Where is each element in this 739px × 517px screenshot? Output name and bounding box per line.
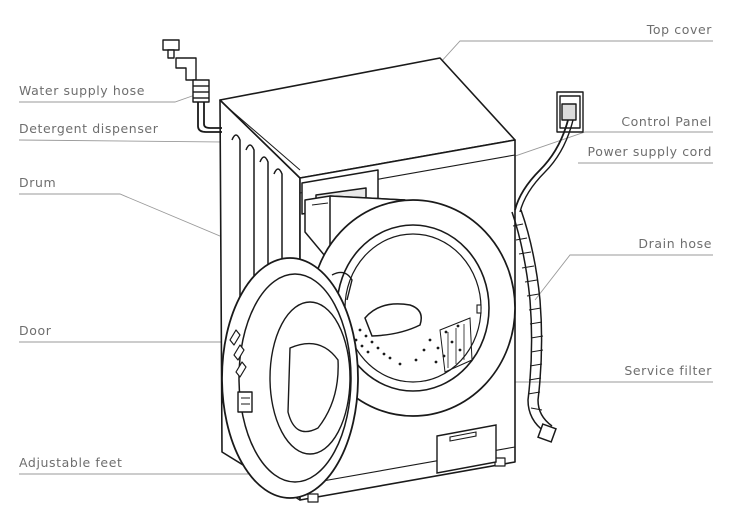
drum-opening (310, 199, 516, 417)
label-service-filter: Service filter (624, 363, 712, 378)
label-water-supply-hose: Water supply hose (19, 83, 146, 98)
label-detergent-dispenser: Detergent dispenser (19, 121, 159, 136)
drain-hose (511, 209, 557, 443)
service-filter (436, 424, 497, 474)
leader-water-supply-hose (19, 94, 196, 103)
label-door: Door (19, 323, 52, 338)
label-top-cover: Top cover (646, 22, 712, 37)
leader-drain-hose (534, 254, 713, 301)
label-power-supply-cord: Power supply cord (587, 144, 712, 159)
door (221, 257, 359, 499)
drum-paddle (364, 303, 422, 337)
foot-left (307, 493, 319, 503)
label-control-panel: Control Panel (621, 114, 712, 129)
power-outlet (514, 91, 584, 213)
leader-top-cover (419, 40, 713, 86)
drum-perforations (354, 324, 462, 366)
label-drain-hose: Drain hose (638, 236, 712, 251)
door-hinge (237, 391, 253, 413)
label-adjustable-feet: Adjustable feet (19, 455, 123, 470)
side-ribs (231, 134, 283, 380)
drain-hose-ribs (512, 223, 544, 411)
label-drum: Drum (19, 175, 57, 190)
water-supply-tap (162, 39, 222, 133)
